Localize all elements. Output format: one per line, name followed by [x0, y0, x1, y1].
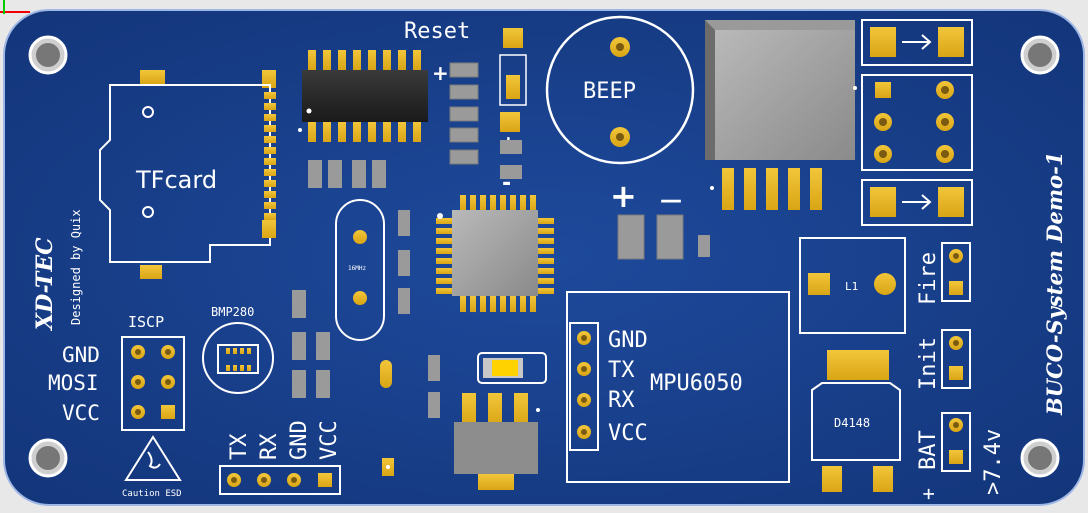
init-label: Init	[916, 337, 941, 390]
power-module	[705, 20, 857, 210]
crystal: 16MHz	[335, 199, 385, 341]
origin-marker	[0, 0, 30, 14]
diode-label: D4148	[834, 416, 870, 430]
iscp-gnd-label: GND	[62, 343, 100, 367]
board-title: BUCO-System Demo-1	[1042, 152, 1067, 416]
voltage-label: >7.4v	[981, 429, 1006, 495]
bat-label: BAT	[916, 430, 941, 470]
minus-sign-1: -	[502, 171, 511, 196]
plus-sign-1: +	[432, 61, 449, 85]
mpu-label: MPU6050	[650, 371, 743, 396]
esd-label: Caution ESD	[122, 489, 182, 499]
mpu-gnd-label: GND	[608, 328, 648, 353]
l1-label: L1	[845, 280, 858, 293]
uart-header: TX RX GND VCC	[219, 420, 342, 495]
diode-d4148: D4148	[811, 350, 901, 492]
tfcard-slot: TFcard	[99, 70, 276, 279]
mpu-vcc-label: VCC	[608, 421, 648, 446]
uart-tx-label: TX	[227, 433, 252, 460]
inductor-l1: L1	[799, 237, 906, 334]
mounting-holes	[28, 35, 1060, 478]
reset-label: Reset	[404, 19, 470, 44]
iscp-header: ISCP GND MOSI VCC	[48, 313, 185, 431]
iscp-label: ISCP	[128, 313, 164, 331]
bmp280-label: BMP280	[211, 305, 254, 319]
uart-vcc-label: VCC	[317, 420, 342, 460]
cap-plus-sign: +	[610, 177, 637, 215]
mpu-tx-label: TX	[608, 358, 635, 383]
iscp-vcc-label: VCC	[62, 401, 100, 425]
init-header	[941, 329, 971, 389]
designer-credit: Designed by Quix	[69, 209, 83, 325]
soic-chip	[298, 50, 428, 142]
switch-grid	[861, 74, 973, 171]
uart-rx-label: RX	[257, 433, 282, 460]
brand-logo: XD-TEC	[32, 237, 58, 332]
reset-button: Reset	[404, 19, 527, 132]
fire-label: Fire	[916, 252, 941, 305]
connector-mid-right	[861, 179, 973, 226]
mpu6050-module: GND TX RX VCC MPU6050	[566, 291, 790, 483]
tfcard-label: TFcard	[135, 166, 217, 194]
uart-gnd-label: GND	[287, 420, 312, 460]
bat-header	[941, 412, 971, 472]
buzzer: BEEP	[545, 15, 695, 165]
mcu-qfp	[436, 195, 554, 312]
fire-header	[941, 242, 971, 302]
voltage-regulator	[454, 393, 540, 490]
connector-top-right	[861, 19, 973, 66]
bat-plus-sign: +	[916, 488, 940, 500]
cap-minus-sign: —	[660, 188, 682, 213]
crystal-label: 16MHz	[348, 265, 366, 272]
bmp280-sensor: BMP280	[202, 305, 274, 394]
esd-warning: Caution ESD	[122, 435, 182, 499]
status-led	[477, 352, 547, 384]
iscp-mosi-label: MOSI	[48, 371, 99, 395]
beep-label: BEEP	[583, 79, 636, 104]
mpu-rx-label: RX	[608, 388, 635, 413]
